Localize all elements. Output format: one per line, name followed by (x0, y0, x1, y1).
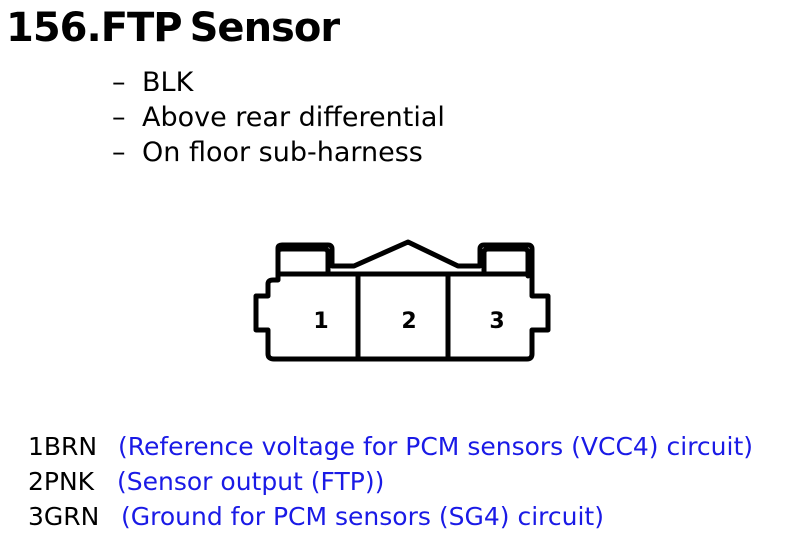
circuit-description: (Reference voltage for PCM sensors (VCC4… (118, 432, 754, 461)
pinout-row: 2PNK (Sensor output (FTP)) (28, 464, 753, 499)
detail-text: BLK (142, 67, 194, 98)
connector-housing-outline (253, 239, 551, 362)
pinout-row: 3GRN (Ground for PCM sensors (SG4) circui… (28, 499, 753, 534)
detail-text: On floor sub-harness (142, 137, 423, 168)
connector-diagram: 1 2 3 (253, 239, 551, 362)
pin-1-label: 1 (313, 309, 328, 334)
detail-harness: –On floor sub-harness (112, 135, 445, 170)
wire-code: 2PNK (28, 467, 95, 496)
pin-2-label: 2 (401, 309, 416, 334)
wire-code: 3GRN (28, 502, 100, 531)
detail-text: Above rear differential (142, 102, 445, 133)
component-number: 156.FTP (6, 5, 183, 51)
detail-location: –Above rear differential (112, 100, 445, 135)
circuit-description: (Sensor output (FTP)) (117, 467, 385, 496)
component-details-list: –BLK –Above rear differential –On floor … (112, 65, 445, 170)
dash-bullet: – (112, 102, 126, 133)
component-name: Sensor (189, 5, 340, 51)
dash-bullet: – (112, 67, 126, 98)
circuit-description: (Ground for PCM sensors (SG4) circuit) (121, 502, 604, 531)
pinout-row: 1BRN (Reference voltage for PCM sensors (… (28, 429, 753, 464)
left-latch-tab (275, 246, 331, 279)
right-latch-tab (481, 246, 531, 279)
detail-color: –BLK (112, 65, 445, 100)
wire-code: 1BRN (28, 432, 98, 461)
pinout-list: 1BRN (Reference voltage for PCM sensors (… (28, 429, 753, 534)
dash-bullet: – (112, 137, 126, 168)
pin-3-label: 3 (489, 309, 504, 334)
